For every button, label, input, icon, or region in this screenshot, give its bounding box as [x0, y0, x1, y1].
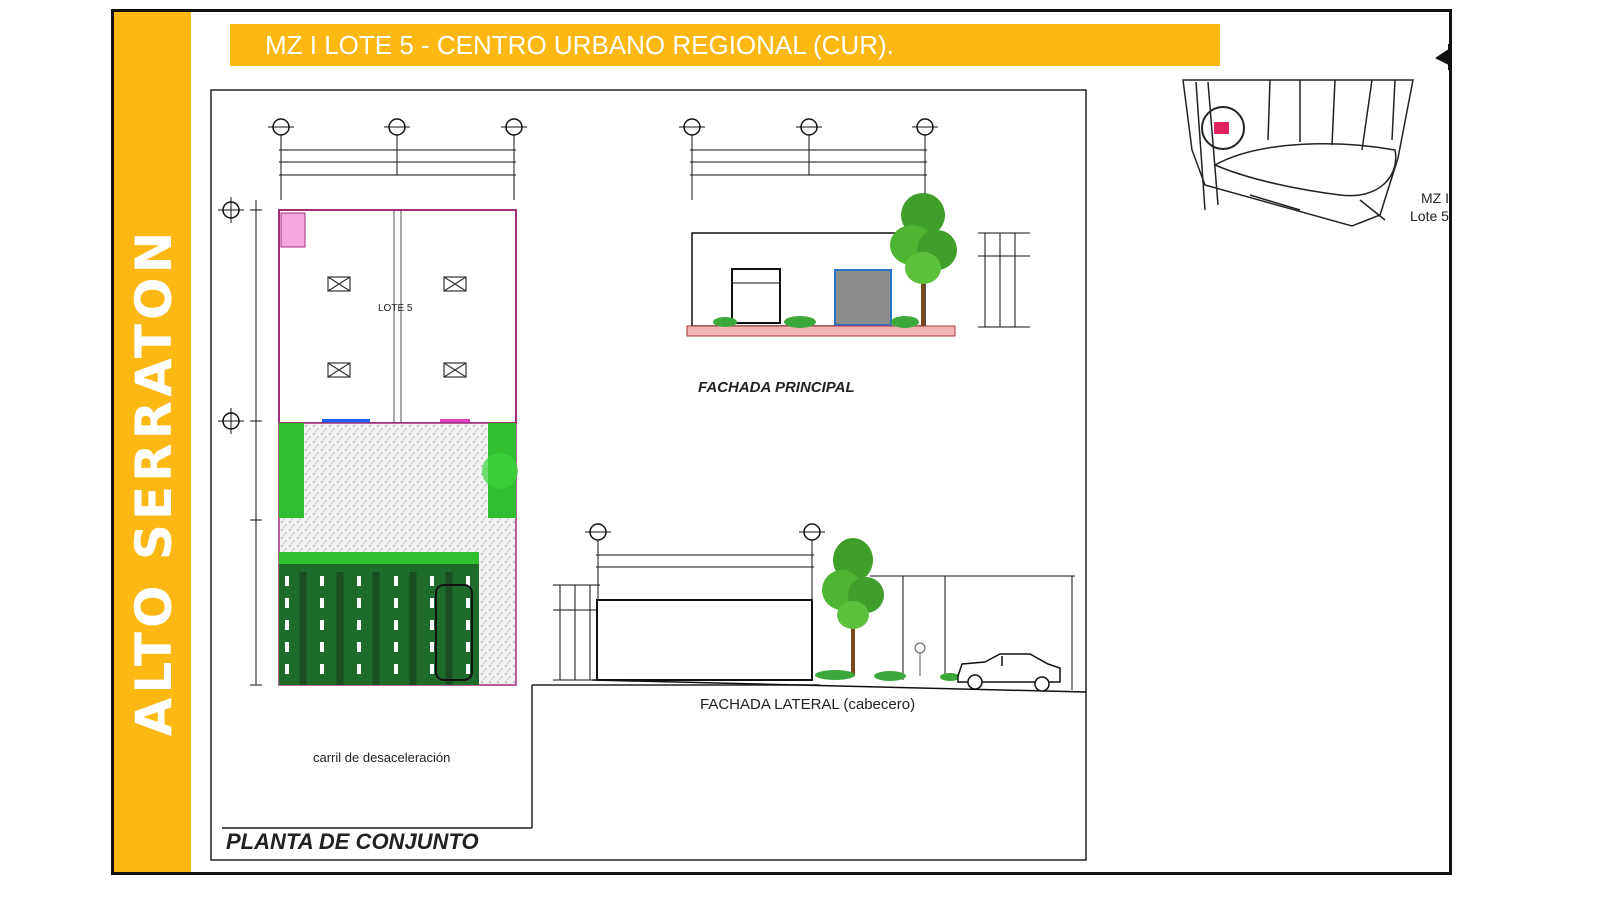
front-elevation-title: FACHADA PRINCIPAL: [698, 379, 855, 396]
north-arrow-icon: [1435, 44, 1450, 70]
sidebar: ALTO SERRATON: [114, 12, 191, 872]
car-icon: [957, 653, 1061, 692]
plan-title: PLANTA DE CONJUNTO: [226, 829, 479, 854]
page-title: MZ I LOTE 5 - CENTRO URBANO REGIONAL (CU…: [265, 30, 894, 60]
title-bar: MZ I LOTE 5 - CENTRO URBANO REGIONAL (CU…: [230, 24, 1220, 66]
building-footprint: [278, 209, 517, 424]
front-window: [834, 269, 892, 326]
location-label-line2: Lote 5: [1410, 208, 1449, 224]
tree-icon: [822, 538, 884, 676]
location-label-line1: MZ I: [1421, 190, 1449, 206]
site-plan: LOTE 5 carril de desaceleración PLANTA D…: [218, 118, 820, 854]
side-elevation-title: FACHADA LATERAL (cabecero): [700, 696, 915, 713]
bollard-icon: [914, 642, 926, 676]
parked-car: [435, 584, 473, 681]
front-elevation: FACHADA PRINCIPAL: [679, 118, 1030, 396]
skylight-marks: [327, 276, 467, 378]
side-elevation: FACHADA LATERAL (cabecero): [553, 523, 1087, 713]
side-facade: [596, 599, 813, 681]
front-door: [731, 268, 781, 324]
location-highlight: [1214, 122, 1229, 134]
lane-label: carril de desaceleración: [313, 750, 450, 765]
drawing-frame: [210, 89, 1087, 861]
lot-label: LOTE 5: [378, 303, 413, 314]
location-map: MZ I Lote 5: [1182, 44, 1450, 227]
tree-icon: [890, 193, 957, 326]
